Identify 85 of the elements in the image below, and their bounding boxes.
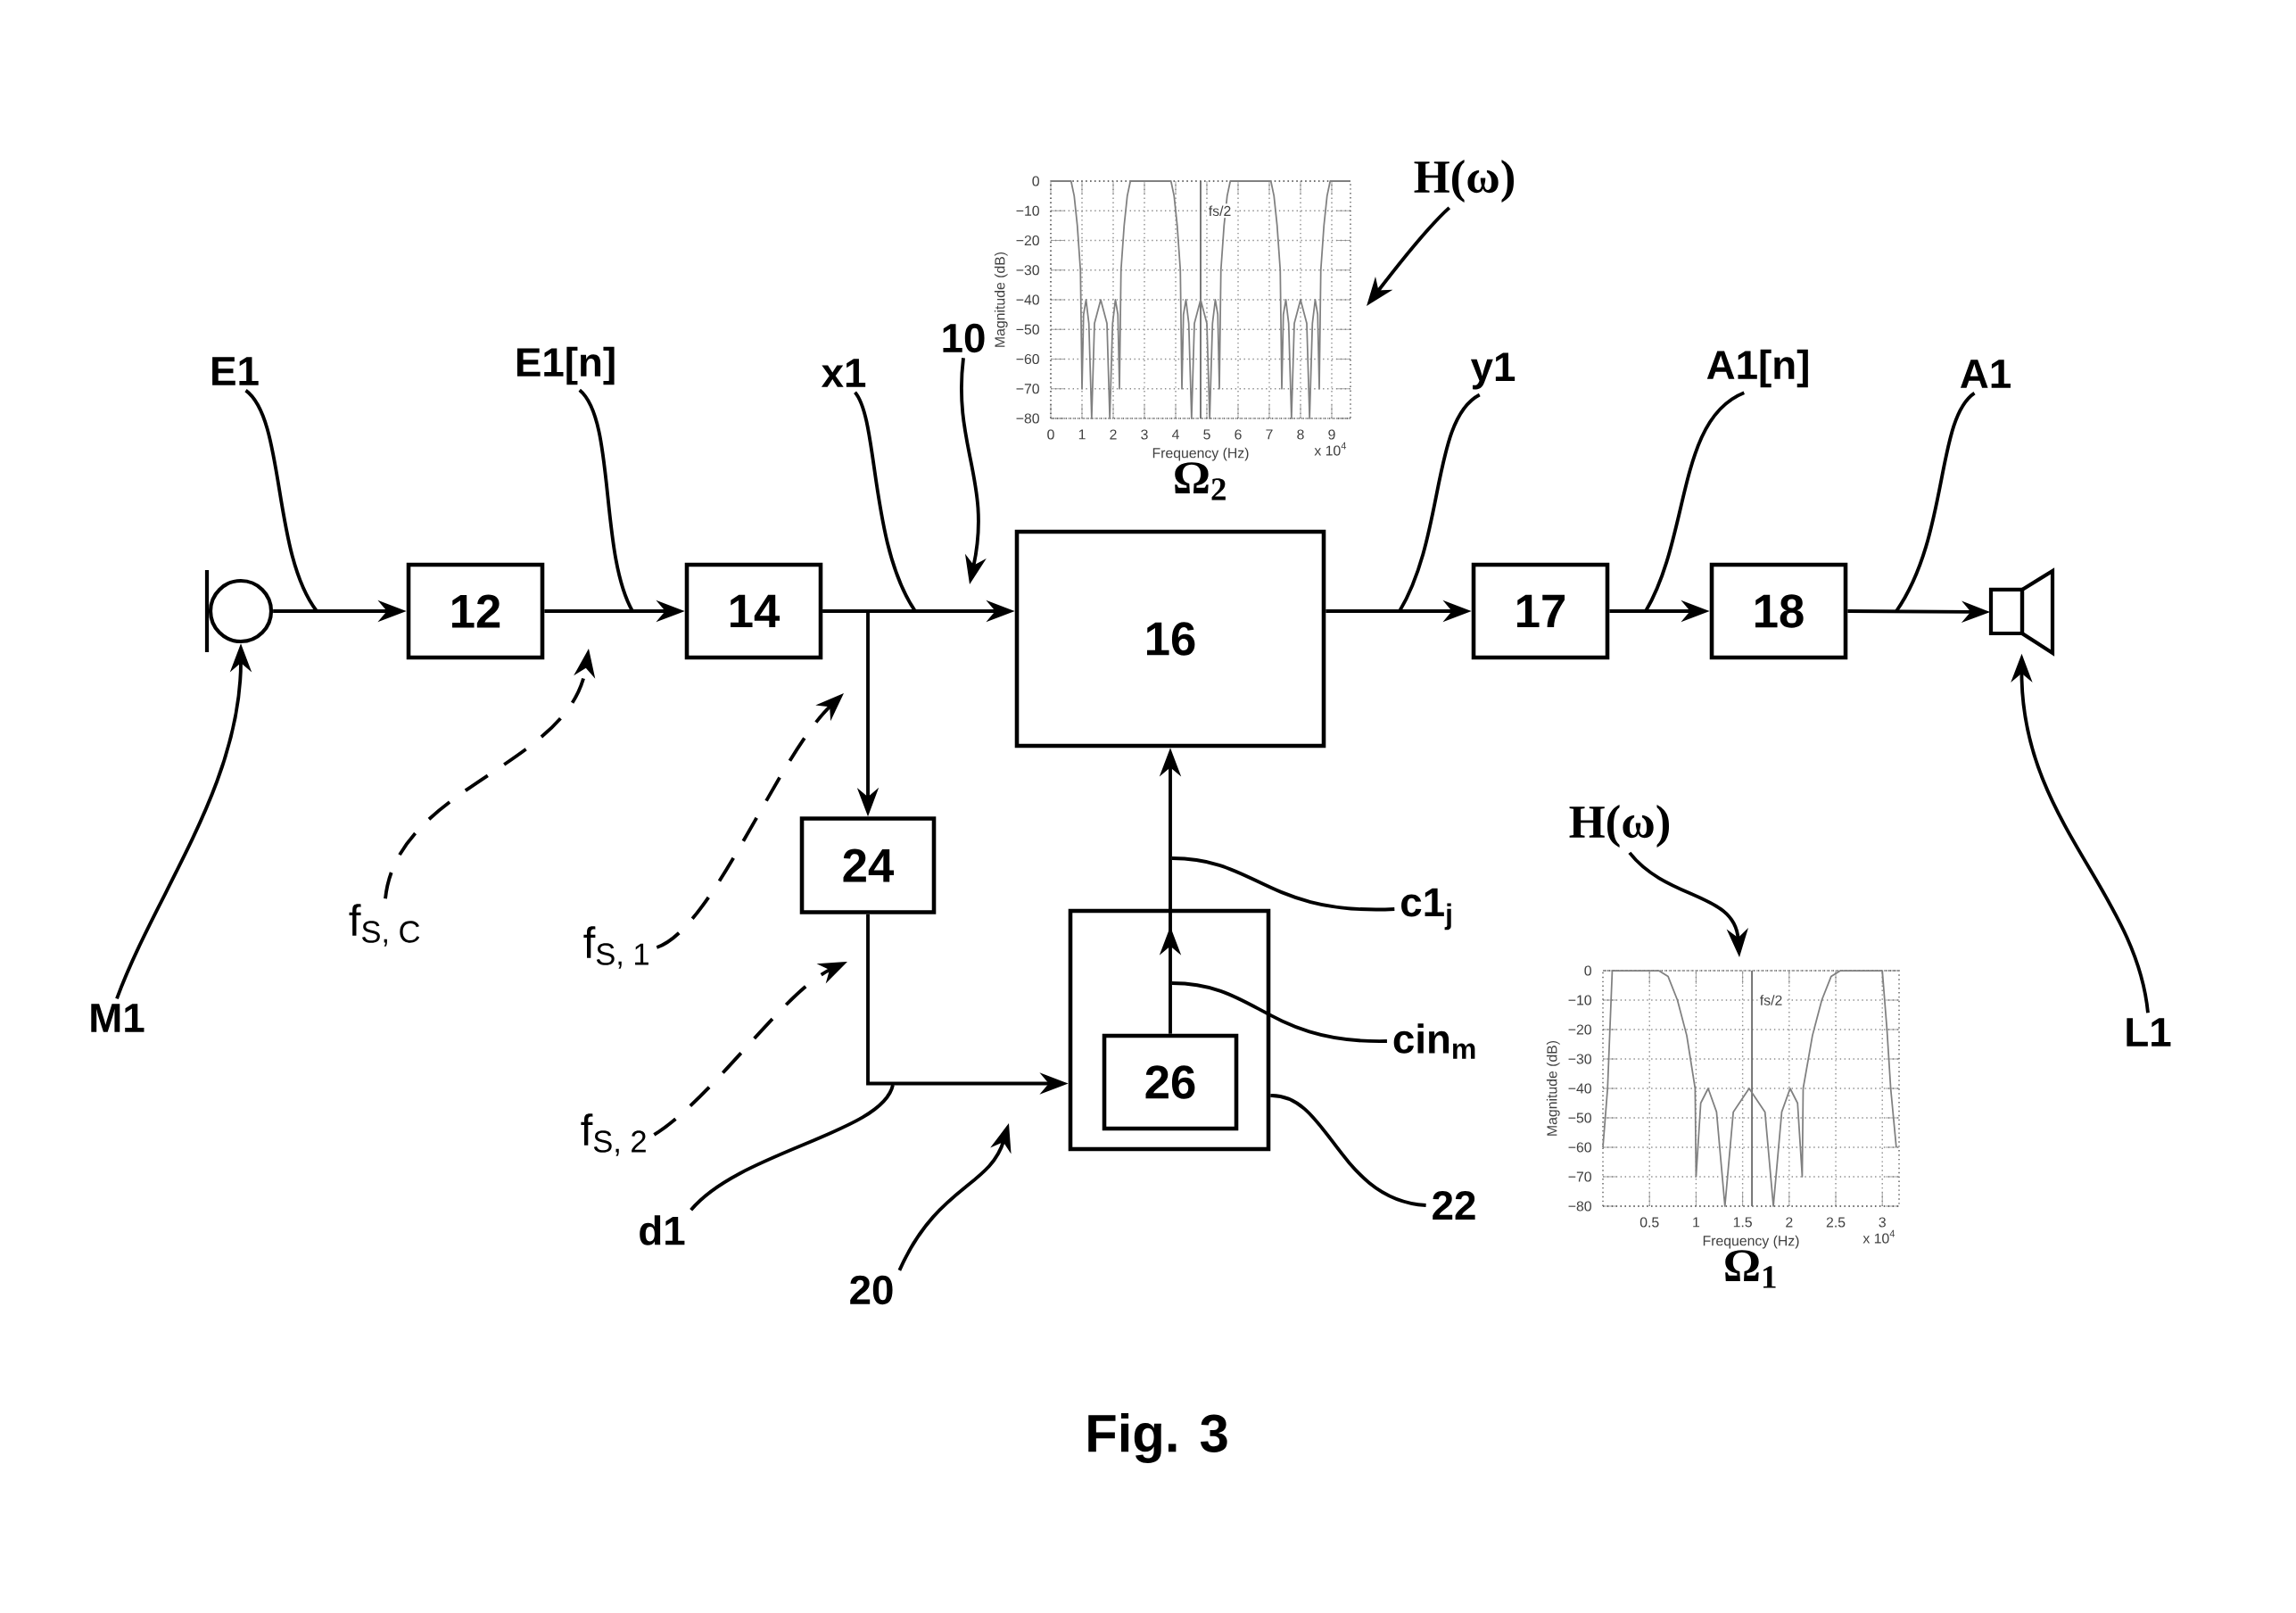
- process-box: [1068, 908, 1271, 1152]
- process-box: 17: [1471, 562, 1610, 660]
- process-box: 14: [684, 562, 823, 660]
- x-tick-label: 8: [1297, 429, 1304, 440]
- text: x 10$^{4}$: [1314, 442, 1347, 456]
- y-tick-label: −70: [1568, 1171, 1591, 1182]
- y-tick-label: −60: [1016, 353, 1039, 365]
- leader-line: [1895, 392, 1976, 612]
- x-tick-label: 0: [1047, 429, 1054, 440]
- y-tick-label: −10: [1016, 205, 1039, 216]
- y-tick-label: −30: [1016, 265, 1039, 276]
- x-axis-title: Frequency (Hz): [1152, 447, 1249, 461]
- microphone-symbol: [204, 570, 274, 652]
- signal-label: x1: [821, 359, 866, 387]
- text: x 10$^{4}$: [1862, 1229, 1895, 1244]
- leader-line: [690, 1084, 895, 1212]
- function-label: H(ω): [1569, 805, 1669, 848]
- x-tick-label: 5: [1203, 429, 1210, 440]
- line-series: [1602, 970, 1897, 1207]
- reference-label: M1: [91, 1004, 145, 1032]
- leader-line: [244, 389, 318, 613]
- y-tick-label: −30: [1568, 1054, 1591, 1064]
- callout-number: 20: [850, 1275, 893, 1305]
- y-tick-label: −60: [1568, 1142, 1591, 1153]
- function-label: H(ω): [1414, 160, 1514, 203]
- y-tick-label: −40: [1568, 1083, 1591, 1094]
- process-box: 26: [1102, 1033, 1239, 1131]
- y-tick-label: 0: [1032, 176, 1039, 186]
- x-tick-label: 2: [1110, 429, 1117, 440]
- signal-label: E1[n]: [516, 346, 615, 385]
- speaker-symbol: [1988, 567, 2055, 657]
- x-tick-label: 0.5: [1639, 1217, 1659, 1228]
- x-tick-label: 7: [1266, 429, 1273, 440]
- y-axis-title: Magnitude (dB): [994, 252, 1008, 347]
- leader-line: [578, 389, 634, 612]
- y-tick-label: −20: [1568, 1024, 1591, 1035]
- leader-line: [1171, 981, 1387, 1043]
- figure-caption: Fig. 3: [1088, 1413, 1227, 1463]
- reference-label: L1: [2127, 1018, 2171, 1046]
- leader-line: [1171, 856, 1395, 912]
- leader-line: [1270, 1094, 1426, 1207]
- x-tick-label: 9: [1328, 429, 1335, 440]
- y-tick-label: −50: [1016, 324, 1039, 335]
- y-tick-label: −10: [1568, 995, 1591, 1005]
- signal-label: E1: [212, 357, 259, 385]
- y-tick-label: −50: [1568, 1113, 1591, 1123]
- x-tick-label: 1: [1078, 429, 1086, 440]
- line-series: [1050, 180, 1351, 419]
- annotation: fs/2: [1209, 205, 1231, 217]
- signal-label: A1[n]: [1706, 349, 1808, 388]
- x-tick-label: 6: [1235, 429, 1242, 440]
- y-tick-label: −80: [1016, 413, 1039, 424]
- x-tick-label: 4: [1171, 429, 1179, 440]
- x-axis-title: Frequency (Hz): [1703, 1235, 1799, 1249]
- signal-label: f$_{S, 2}$: [581, 1113, 646, 1156]
- signal-label: A1: [1960, 360, 2011, 388]
- leader-line: [1644, 391, 1746, 612]
- y-tick-label: −40: [1016, 294, 1039, 305]
- process-box: 16: [1014, 529, 1326, 749]
- signal-label: cin$_{m}$: [1393, 1023, 1475, 1059]
- x-tick-label: 1.5: [1733, 1217, 1752, 1228]
- leader-line: [1398, 393, 1481, 612]
- x-tick-label: 1: [1693, 1217, 1700, 1228]
- signal-label: f$_{S, 1}$: [583, 926, 648, 969]
- annotation: fs/2: [1760, 995, 1782, 1005]
- y-tick-label: −70: [1016, 384, 1039, 394]
- x-tick-label: 3: [1141, 429, 1148, 440]
- y-axis-title: Magnitude (dB): [1546, 1040, 1560, 1136]
- y-tick-label: 0: [1584, 965, 1591, 976]
- signal-label: y1: [1470, 352, 1516, 390]
- leader-line: [853, 391, 917, 612]
- signal-label: d1: [640, 1215, 685, 1245]
- signal-label: c1$_{j}$: [1401, 888, 1451, 931]
- y-tick-label: −80: [1568, 1201, 1591, 1212]
- text: Ω$_{1}$: [1725, 1250, 1776, 1288]
- callout-number: 10: [943, 323, 985, 353]
- process-box: 18: [1709, 562, 1848, 660]
- process-box: 24: [799, 816, 937, 914]
- process-box: 12: [406, 562, 545, 660]
- text: Ω$_{2}$: [1175, 462, 1226, 500]
- callout-number: 22: [1433, 1191, 1475, 1220]
- x-tick-label: 2: [1786, 1217, 1793, 1228]
- x-tick-label: 3: [1879, 1217, 1886, 1228]
- y-tick-label: −20: [1016, 235, 1039, 246]
- x-tick-label: 2.5: [1826, 1217, 1846, 1228]
